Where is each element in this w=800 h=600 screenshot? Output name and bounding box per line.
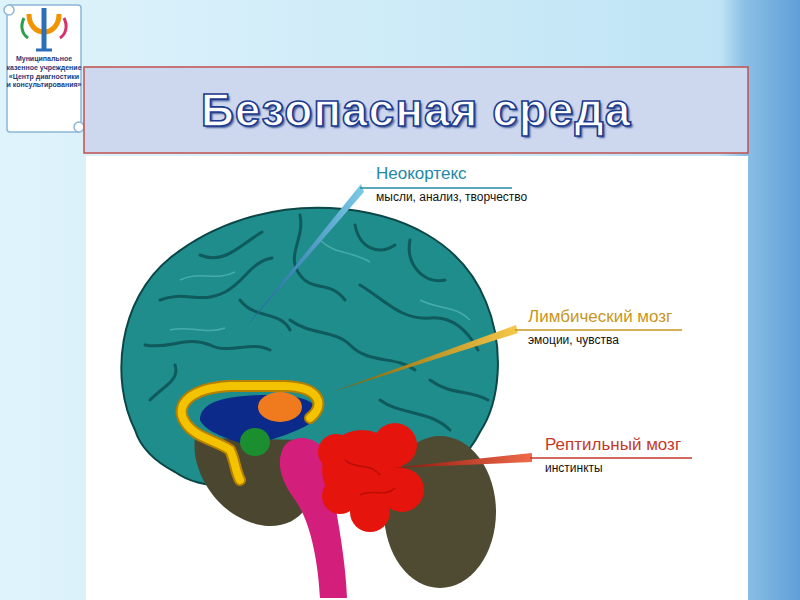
picture-panel: [86, 156, 748, 600]
logo: [4, 5, 84, 132]
callout-text: мысли, анализ, творчество: [376, 191, 527, 205]
leader-line: [515, 329, 682, 331]
cortex-highlights: [170, 240, 470, 331]
amygdala: [240, 428, 270, 456]
callout-heading: Рептильный мозг: [545, 435, 681, 455]
callout-heading: Неокортекс: [376, 164, 467, 184]
callout-text: эмоции, чувства: [528, 334, 619, 348]
leader-wedge: [246, 184, 364, 327]
leader-wedge: [392, 453, 532, 468]
leader-wedge: [332, 325, 518, 392]
brain-illustration: [121, 208, 498, 598]
limbic-arc: [182, 386, 319, 480]
title-banner: [84, 67, 748, 153]
callout-heading: Лимбический мозг: [528, 307, 672, 327]
leader-line: [360, 187, 512, 189]
thalamus: [258, 392, 302, 422]
slide-title: Безопасная среда: [201, 83, 631, 137]
callout-text: инстинкты: [545, 462, 603, 476]
leader-line: [530, 457, 692, 459]
reptilian-brain: [318, 423, 424, 532]
title-banner-box: Безопасная среда: [84, 67, 748, 153]
logo-text: Муниципальное казенное учреждение «Центр…: [6, 55, 82, 90]
